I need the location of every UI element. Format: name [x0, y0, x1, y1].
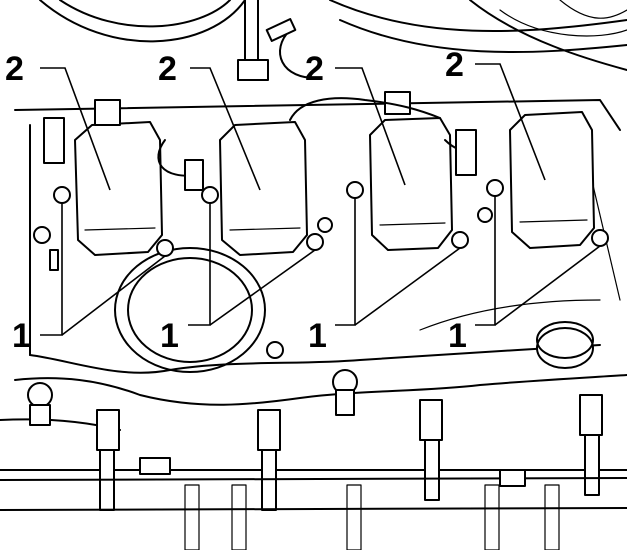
ignition-coil [74, 99, 163, 256]
coil-bolt [201, 186, 219, 204]
callout-leaders-1 [40, 196, 601, 336]
ignition-coil [219, 121, 308, 256]
spark-plug-lead [579, 394, 603, 496]
fuel-rail [0, 457, 627, 550]
ignition-coil [509, 111, 595, 249]
coil-bolt [53, 186, 71, 204]
coil-bolt [156, 239, 174, 257]
callout-1-bolts-4: 1 [448, 317, 467, 355]
cover-bolts [27, 207, 493, 426]
callout-2-coil-4: 2 [445, 46, 464, 84]
callout-1-bolts-1: 1 [12, 317, 31, 355]
ignition-coil [369, 91, 453, 251]
callout-2-coil-1: 2 [5, 50, 24, 88]
spark-plug-lead [257, 409, 281, 511]
breather-cap [536, 321, 594, 369]
coil-bolt [346, 181, 364, 199]
callout-2-coil-3: 2 [305, 50, 324, 88]
coil-wiring [43, 97, 477, 191]
spark-plug-lead [419, 399, 443, 501]
spark-plug-lead [96, 409, 120, 511]
coil-bolt [451, 231, 469, 249]
coil-bolt [306, 233, 324, 251]
coil-bolt [591, 229, 609, 247]
oil-filler-cap [49, 247, 284, 373]
callout-2-coil-2: 2 [158, 50, 177, 88]
callout-leaders-2 [40, 63, 546, 191]
coil-bolt [486, 179, 504, 197]
upper-hoses [39, 0, 627, 81]
callout-1-bolts-2: 1 [160, 317, 179, 355]
callout-1-bolts-3: 1 [308, 317, 327, 355]
